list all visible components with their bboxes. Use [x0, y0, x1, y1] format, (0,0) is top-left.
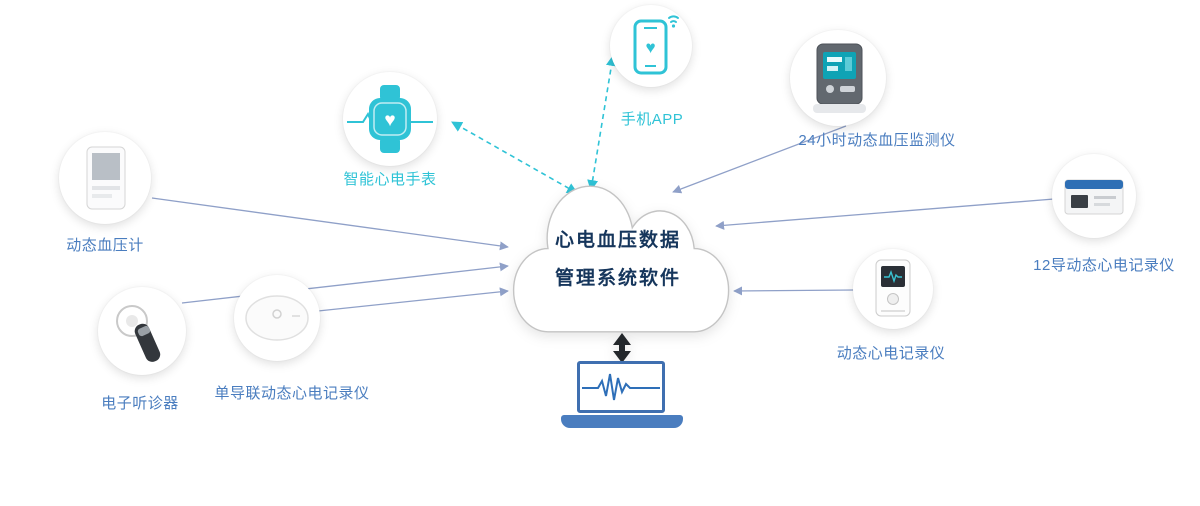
- laptop-ecg-waveform: [582, 373, 660, 401]
- patch-icon: [245, 295, 309, 341]
- node-bp-monitor: [790, 30, 886, 126]
- holter-label: 动态心电记录仪: [836, 345, 946, 362]
- node-ecg-module: [1052, 154, 1136, 238]
- laptop-screen: [577, 361, 665, 413]
- cloud-laptop-double-arrow: [613, 333, 631, 363]
- cloud-title-line2: 管理系统软件: [554, 268, 681, 289]
- phone-label: 手机APP: [620, 111, 684, 128]
- connector-stethoscope: [181, 262, 509, 304]
- bp-monitor-label: 24小时动态血压监测仪: [798, 132, 956, 149]
- connector-ecg-module: [715, 198, 1055, 230]
- phone-heart-glyph: ♥: [645, 38, 655, 57]
- laptop-base: [561, 415, 683, 428]
- connector-patch: [317, 287, 509, 312]
- node-patch: [234, 275, 320, 361]
- cloud-title-line1: 心电血压数据: [554, 230, 681, 251]
- connector-holter: [733, 286, 855, 296]
- patch-label: 单导联动态心电记录仪: [214, 385, 370, 402]
- bp-monitor-icon: [813, 43, 866, 113]
- phone-icon: ♥: [633, 15, 679, 75]
- left-device-label: 动态血压计: [66, 237, 144, 254]
- left-device-icon: [86, 146, 126, 210]
- connector-watch-dashed: [451, 121, 578, 194]
- connector-left-device: [151, 197, 509, 251]
- watch-heart-glyph: ♥: [384, 110, 395, 131]
- node-left-device: [59, 132, 151, 224]
- node-stethoscope: [98, 287, 186, 375]
- holter-icon: [875, 259, 911, 317]
- watch-label: 智能心电手表: [343, 171, 437, 188]
- stethoscope-label: 电子听诊器: [101, 395, 179, 412]
- node-holter: [853, 249, 933, 329]
- stethoscope-icon: [116, 305, 161, 362]
- node-watch: ♥: [343, 72, 437, 166]
- watch-icon: ♥: [347, 85, 433, 153]
- ecg-module-label: 12导动态心电记录仪: [1033, 257, 1175, 274]
- cloud-title: 心电血压数据 管理系统软件: [518, 222, 718, 298]
- node-phone: ♥: [610, 5, 692, 87]
- ecg-module-icon: [1064, 179, 1124, 215]
